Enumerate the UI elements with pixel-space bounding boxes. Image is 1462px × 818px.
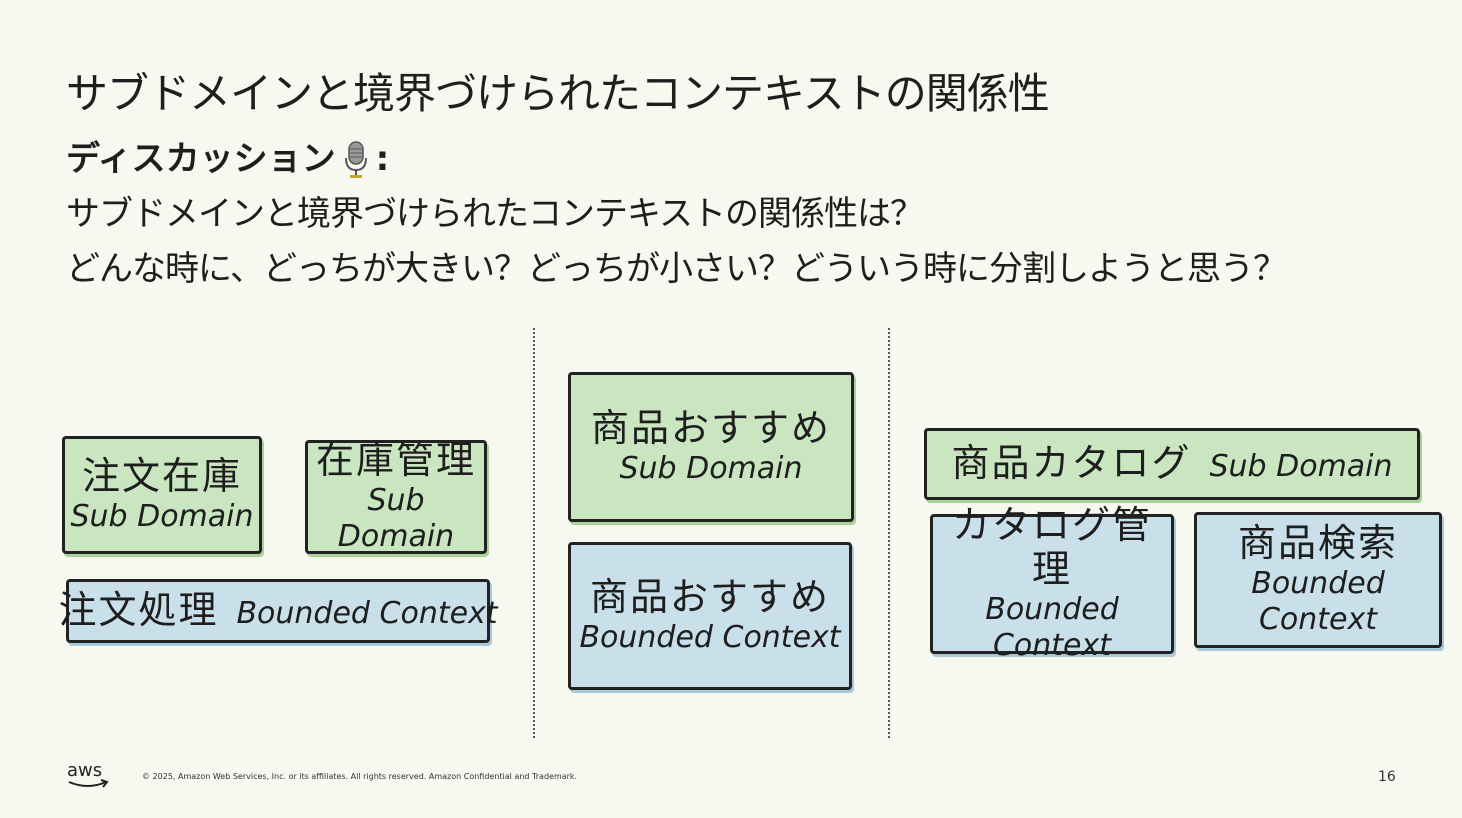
discussion-heading: ディスカッション : — [66, 132, 1286, 187]
aws-logo: aws — [67, 760, 109, 788]
subdomain-box-product-catalog: 商品カタログ Sub Domain — [924, 428, 1420, 500]
bounded-context-label-en: Bounded Context — [579, 619, 841, 655]
page-number: 16 — [1378, 769, 1396, 785]
discussion-question-2: どんな時に、どっちが大きい？どっちが小さい？どういう時に分割しようと思う？ — [66, 249, 1287, 289]
bounded-context-box-product-recommendation: 商品おすすめ Bounded Context — [568, 542, 852, 690]
slide-title: サブドメインと境界づけられたコンテキストの関係性 — [66, 69, 1050, 119]
bounded-context-label-en: Bounded Context — [985, 591, 1119, 663]
subdomain-label-en: Sub Domain — [70, 498, 254, 534]
bounded-context-label-en: Bounded Context — [1251, 565, 1385, 637]
subdomain-box-order-inventory: 注文在庫 Sub Domain — [62, 436, 262, 554]
bounded-context-box-product-search: 商品検索 Bounded Context — [1194, 512, 1442, 648]
column-divider-left — [533, 328, 535, 738]
subdomain-box-inventory-management: 在庫管理 Sub Domain — [305, 438, 487, 554]
subdomain-label-jp: 商品カタログ — [951, 441, 1192, 486]
bounded-context-label-jp: 商品おすすめ — [589, 575, 830, 620]
column-divider-right — [888, 328, 890, 738]
microphone-icon — [344, 140, 367, 178]
subdomain-label-jp: 商品おすすめ — [590, 406, 831, 451]
subdomain-label-en: Sub Domain — [1209, 449, 1393, 485]
subdomain-label-jp: 注文在庫 — [81, 454, 242, 499]
subdomain-box-product-recommendation: 商品おすすめ Sub Domain — [568, 372, 854, 522]
discussion-question-1: サブドメインと境界づけられたコンテキストの関係性は？ — [66, 194, 924, 234]
bounded-context-label-en: Bounded Context — [236, 596, 498, 632]
bounded-context-label-jp: 注文処理 — [58, 588, 219, 633]
copyright-notice: © 2025, Amazon Web Services, Inc. or its… — [142, 772, 578, 781]
subdomain-label-jp: 在庫管理 — [315, 438, 476, 483]
bounded-context-label-jp: 商品検索 — [1237, 521, 1398, 566]
discussion-section: ディスカッション : サブドメインと境界づけられたコンテキストの関係性は？ どん… — [66, 132, 1287, 297]
bounded-context-label-jp: カタログ管理 — [951, 503, 1152, 591]
discussion-heading-label: ディスカッション — [66, 139, 336, 179]
svg-text:aws: aws — [67, 760, 102, 781]
bounded-context-box-catalog-management: カタログ管理 Bounded Context — [930, 503, 1174, 663]
subdomain-label-en: Sub Domain — [337, 482, 455, 554]
subdomain-label-en: Sub Domain — [619, 450, 803, 486]
bounded-context-box-order-processing: 注文処理 Bounded Context — [58, 579, 498, 643]
